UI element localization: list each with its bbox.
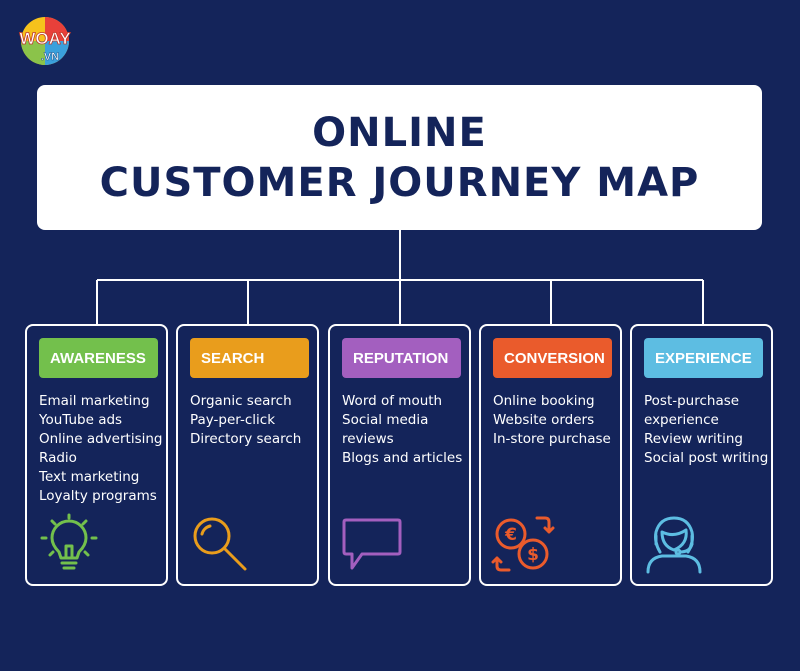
speech-bubble-icon	[342, 518, 402, 570]
list-item: In-store purchase	[493, 431, 611, 447]
list-item: experience	[644, 412, 719, 428]
svg-text:.VN: .VN	[41, 51, 59, 63]
stage-items-experience: Post-purchase experience Review writing …	[644, 392, 772, 468]
list-item: YouTube ads	[39, 412, 123, 428]
stage-label-conversion: CONVERSION	[493, 338, 612, 378]
title-line-2: CUSTOMER JOURNEY MAP	[99, 159, 700, 206]
woay-logo: WOAY .VN	[19, 17, 72, 65]
headset-agent-icon	[646, 516, 702, 574]
stage-items-search: Organic search Pay-per-click Directory s…	[190, 392, 318, 449]
svg-text:WOAY: WOAY	[19, 29, 71, 48]
list-item: Online booking	[493, 393, 595, 409]
stage-items-reputation: Word of mouth Social media reviews Blogs…	[342, 392, 470, 468]
stage-card-reputation: REPUTATION Word of mouth Social media re…	[328, 324, 471, 586]
currency-exchange-icon: € $	[491, 516, 555, 572]
magnifier-icon	[193, 517, 247, 571]
list-item: Social media	[342, 412, 429, 428]
svg-text:$: $	[527, 545, 539, 565]
stage-card-experience: EXPERIENCE Post-purchase experience Revi…	[630, 324, 773, 586]
stage-card-awareness: AWARENESS Email marketing YouTube ads On…	[25, 324, 168, 586]
stage-label-awareness: AWARENESS	[39, 338, 158, 378]
stage-items-conversion: Online booking Website orders In-store p…	[493, 392, 621, 449]
list-item: Radio	[39, 450, 77, 466]
stage-card-conversion: CONVERSION Online booking Website orders…	[479, 324, 622, 586]
stage-items-awareness: Email marketing YouTube ads Online adver…	[39, 392, 167, 506]
list-item: Word of mouth	[342, 393, 443, 409]
stage-label-search: SEARCH	[190, 338, 309, 378]
svg-text:€: €	[504, 525, 517, 545]
lightbulb-icon	[40, 513, 98, 570]
stage-label-reputation: REPUTATION	[342, 338, 461, 378]
stage-label-experience: EXPERIENCE	[644, 338, 763, 378]
list-item: Email marketing	[39, 393, 150, 409]
list-item: Social post writing	[644, 450, 769, 466]
list-item: Review writing	[644, 431, 743, 447]
list-item: Directory search	[190, 431, 302, 447]
list-item: Blogs and articles	[342, 450, 463, 466]
list-item: Text marketing	[39, 469, 140, 485]
list-item: Pay-per-click	[190, 412, 276, 428]
list-item: Post-purchase	[644, 393, 740, 409]
title-line-1: ONLINE	[312, 109, 487, 156]
list-item: Loyalty programs	[39, 488, 157, 504]
list-item: Online advertising	[39, 431, 163, 447]
list-item: Website orders	[493, 412, 595, 428]
list-item: reviews	[342, 431, 394, 447]
stage-card-search: SEARCH Organic search Pay-per-click Dire…	[176, 324, 319, 586]
list-item: Organic search	[190, 393, 292, 409]
title-box: ONLINE CUSTOMER JOURNEY MAP	[37, 85, 762, 230]
